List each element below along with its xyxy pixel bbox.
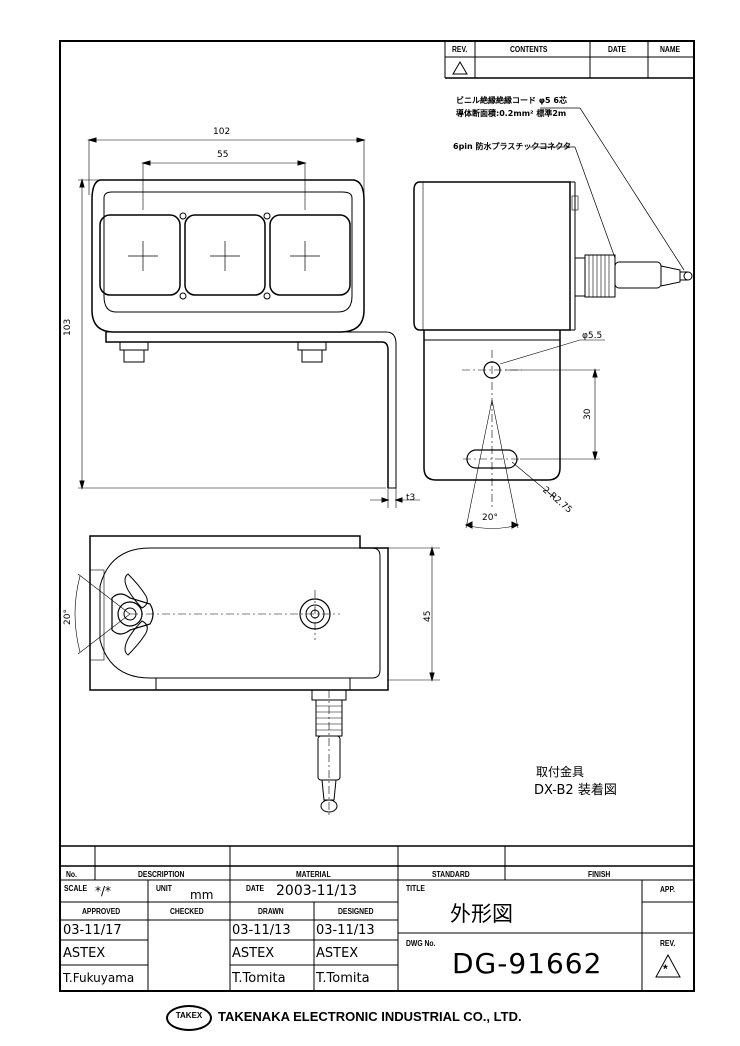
dim-lens-pitch: 55 bbox=[217, 150, 229, 160]
tb-approved-date: 03-11/17 bbox=[63, 923, 122, 938]
title-block-lines bbox=[60, 845, 694, 991]
tb-scale-label: SCALE bbox=[64, 884, 88, 893]
dim-slot-offset: 30 bbox=[583, 408, 593, 420]
tb-drawn-date: 03-11/13 bbox=[232, 923, 291, 938]
tb-designed-name: T.Tomita bbox=[316, 971, 370, 986]
tb-checked-label: CHECKED bbox=[170, 907, 204, 916]
dim-angle-bottom: 20° bbox=[63, 609, 73, 625]
tb-unit-label: UNIT bbox=[156, 884, 172, 893]
rev-triangle-icon bbox=[655, 953, 681, 978]
side-view bbox=[413, 181, 693, 529]
dim-width-bottom: 45 bbox=[423, 610, 433, 622]
front-view bbox=[78, 137, 420, 508]
contents-header: CONTENTS bbox=[510, 45, 548, 54]
tb-title-value: 外形図 bbox=[450, 902, 513, 926]
connector-note: 6pin 防水プラスチックコネクタ bbox=[453, 142, 572, 151]
rev-header: REV. bbox=[452, 45, 468, 54]
tb-date-value: 2003-11/13 bbox=[276, 883, 358, 899]
name-header: NAME bbox=[660, 45, 681, 54]
tb-title-label: TITLE bbox=[406, 884, 425, 893]
dim-thickness: t3 bbox=[406, 493, 416, 503]
caption-line1: 取付金具 bbox=[536, 765, 585, 779]
tb-designed-label: DESIGNED bbox=[338, 907, 374, 916]
tb-rev-label: REV. bbox=[660, 939, 676, 948]
dim-slot-angle: 20° bbox=[482, 513, 498, 523]
tb-scale-value: */* bbox=[95, 884, 112, 898]
company-name: TAKENAKA ELECTRONIC INDUSTRIAL CO., LTD. bbox=[218, 1009, 522, 1024]
tb-description-label: DESCRIPTION bbox=[138, 870, 185, 879]
tb-standard-label: STANDARD bbox=[432, 870, 470, 879]
tb-designed-company: ASTEX bbox=[316, 946, 359, 961]
tb-drawn-company: ASTEX bbox=[232, 946, 275, 961]
tb-unit-value: mm bbox=[190, 888, 214, 902]
tb-drawn-label: DRAWN bbox=[258, 907, 284, 916]
revision-triangle-icon bbox=[452, 61, 468, 75]
tb-approved-label: APPROVED bbox=[82, 907, 121, 916]
dim-width-overall: 102 bbox=[213, 127, 231, 137]
revision-table bbox=[444, 41, 694, 79]
caption-line2: DX-B2 装着図 bbox=[534, 783, 617, 798]
tb-approved-company: ASTEX bbox=[63, 946, 106, 961]
company-logo: TAKEX bbox=[166, 1005, 212, 1031]
tb-dwg-value: DG-91662 bbox=[452, 947, 603, 980]
tb-finish-label: FINISH bbox=[588, 870, 611, 879]
dim-hole-dia: φ5.5 bbox=[582, 331, 603, 341]
cable-note: ビニル絶縁絶縁コード φ5 6芯 bbox=[456, 96, 567, 105]
tb-dwg-label: DWG No. bbox=[406, 939, 436, 948]
tb-no-label: No. bbox=[66, 870, 77, 879]
bottom-view bbox=[74, 535, 440, 815]
tb-material-label: MATERIAL bbox=[296, 870, 331, 879]
note-leaders bbox=[530, 107, 685, 271]
tb-app-label: APP. bbox=[660, 885, 675, 894]
tb-drawn-name: T.Tomita bbox=[232, 971, 286, 986]
tb-rev-mark: * bbox=[663, 962, 668, 976]
tb-designed-date: 03-11/13 bbox=[316, 923, 375, 938]
drawing-frame bbox=[59, 40, 695, 992]
cable-detail-note: 導体断面積:0.2mm² 標準2m bbox=[456, 109, 567, 118]
dim-height-overall: 103 bbox=[63, 318, 73, 336]
tb-approved-name: T.Fukuyama bbox=[63, 971, 135, 985]
tb-date-label: DATE bbox=[246, 884, 265, 893]
company-logo-text: TAKEX bbox=[175, 1011, 203, 1020]
date-header: DATE bbox=[608, 45, 627, 54]
